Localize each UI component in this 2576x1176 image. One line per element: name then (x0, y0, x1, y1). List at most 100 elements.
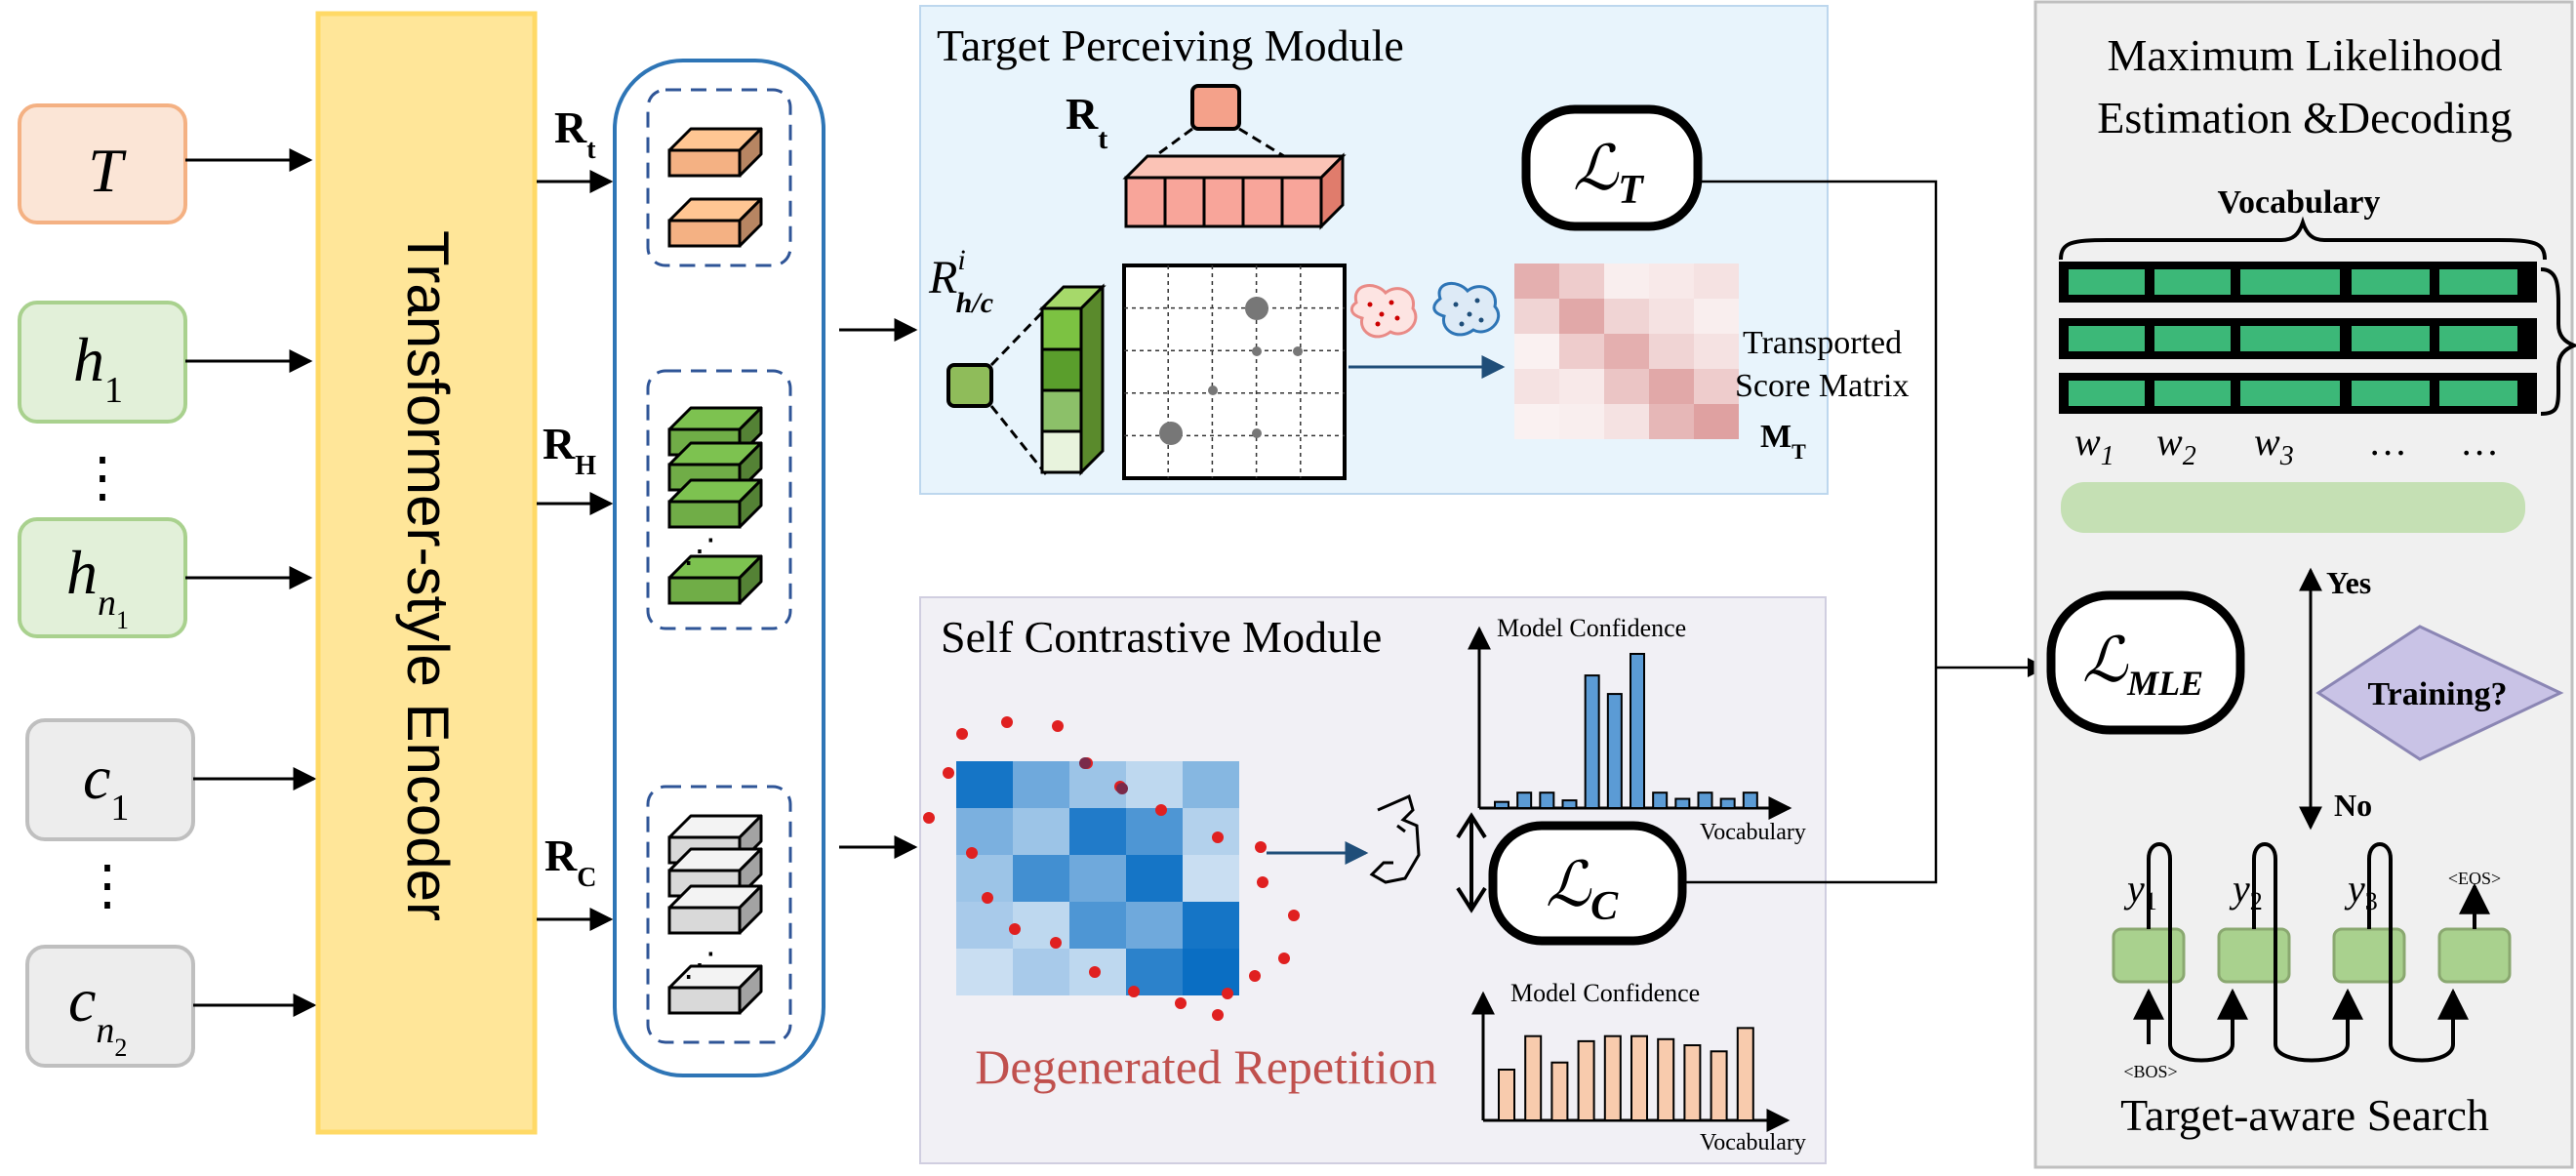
vocab-green-bar (2061, 482, 2525, 533)
decoder-loop-3 (2367, 842, 2469, 1063)
heat-c-cell (1126, 761, 1183, 808)
red-dot-10 (1212, 831, 1224, 843)
word-main: w (2254, 420, 2280, 464)
rh-group (646, 369, 792, 630)
vocab-cell (2439, 326, 2517, 351)
encoder-label: Transformer-style Encoder (395, 230, 461, 921)
heat-c-cell (956, 761, 1013, 808)
loss-mle-box (2046, 590, 2245, 735)
svg-text:c1: c1 (83, 743, 129, 829)
vocab-brace-right (2540, 267, 2576, 416)
heat-t-cell (1514, 264, 1559, 299)
rc-main: R (544, 831, 578, 880)
red-dot-16 (1175, 997, 1187, 1009)
rh-block-3 (667, 478, 763, 529)
tpm-rt-main: R (1066, 89, 1099, 139)
vocab-cell (2240, 326, 2340, 351)
chart-bar-5 (1584, 674, 1600, 809)
hand-icon (1369, 793, 1421, 884)
vocab-cell (2439, 381, 2517, 406)
chart-bar-9 (1710, 1050, 1728, 1122)
heat-c-cell (1126, 808, 1183, 855)
rhc-sub: h/c (956, 287, 993, 319)
stack-output-arrows (839, 318, 918, 859)
vocab-cell (2069, 269, 2145, 295)
rt-sub: t (586, 135, 596, 165)
target-token-row (1122, 152, 1347, 230)
word-sub: 1 (2101, 441, 2114, 471)
input-c1-main: c (83, 743, 110, 812)
heat-t-cell (1559, 404, 1604, 439)
loss-t-sub: T (1618, 168, 1645, 213)
input-c1: c1 (25, 718, 195, 841)
training-decision (2315, 625, 2564, 761)
word-sub: 2 (2183, 441, 2196, 471)
word-label-4: … (2371, 420, 2406, 464)
vocab-label: Vocabulary (2218, 184, 2381, 221)
rc-sub: C (577, 863, 596, 893)
heat-c-cell (1183, 855, 1239, 902)
repetition-dots (923, 716, 1300, 1021)
loss-c-main: ℒ (1546, 850, 1592, 919)
input-arrows (185, 148, 317, 1017)
rh-dots: ⋰ (683, 534, 716, 570)
hbar-top (1122, 154, 1347, 180)
heat-c-cell (1013, 949, 1069, 995)
heat-c-cell (956, 949, 1013, 995)
eos-token: <EOS> (2448, 869, 2501, 888)
tpm-rt-sub: t (1098, 123, 1107, 155)
red-dot-21 (1257, 876, 1268, 888)
red-dot-9 (1155, 804, 1167, 816)
grid-point-6 (1252, 428, 1262, 438)
vocab-cell (2069, 326, 2145, 351)
vocab-cell (2352, 326, 2430, 351)
mle-title-line2: Estimation &Decoding (2097, 93, 2512, 142)
score-label-line2: Score Matrix (1735, 368, 1909, 404)
svg-text:Rih/c: Rih/c (928, 244, 993, 319)
red-dot-8 (966, 847, 978, 859)
score-symbol-main: M (1760, 419, 1791, 455)
word-label-5: … (2463, 420, 2498, 464)
heat-t-cell (1694, 334, 1739, 369)
word-label-1: w1 (2074, 420, 2114, 471)
red-dot-15 (1128, 986, 1140, 997)
red-dot-dark (1079, 757, 1091, 769)
chart-bar-3 (1539, 791, 1555, 810)
red-dot-20 (1288, 910, 1300, 921)
decoder-output-3: y3 (2344, 867, 2378, 915)
heat-c-cell (1069, 808, 1126, 855)
hbar-cell-5 (1280, 176, 1323, 228)
decoder-cell-1 (2112, 927, 2186, 984)
bottom-chart-title: Model Confidence (1510, 979, 1700, 1007)
word-main: … (2463, 420, 2498, 464)
heat-t-cell (1649, 369, 1694, 404)
token-blocks: ⋰⋰ (667, 127, 763, 1015)
red-dot-18 (1249, 970, 1261, 982)
hbar-cell-4 (1241, 176, 1284, 228)
rc-block-3 (667, 884, 763, 935)
heat-c-cell (1013, 855, 1069, 902)
svg-text:cn2: cn2 (68, 965, 127, 1062)
hbar-cell-3 (1202, 176, 1245, 228)
transformer-encoder: Transformer-style Encoder (315, 11, 538, 1135)
heat-t-cell (1604, 404, 1649, 439)
decoder-cell-2 (2217, 927, 2291, 984)
bottom-chart-xlabel: Vocabulary (1700, 1130, 1806, 1156)
chart-bar-8 (1652, 791, 1669, 810)
heat-t-cell (1559, 369, 1604, 404)
chart-bar-12 (1742, 791, 1758, 810)
grid-point-1 (1245, 297, 1268, 320)
word-label-3: w3 (2254, 420, 2294, 471)
grid-point-2 (1252, 346, 1262, 356)
chart-bar-7 (1630, 653, 1645, 809)
grid-point-4 (1208, 385, 1218, 395)
input-cn-main: c (68, 965, 96, 1034)
input-c1-sub: 1 (110, 788, 129, 829)
rt-token (1190, 84, 1241, 131)
input-hn-main: h (66, 538, 98, 607)
representation-labels: Rt RH RC (543, 102, 596, 893)
top-chart-title: Model Confidence (1497, 614, 1686, 642)
heat-t-cell (1649, 404, 1694, 439)
